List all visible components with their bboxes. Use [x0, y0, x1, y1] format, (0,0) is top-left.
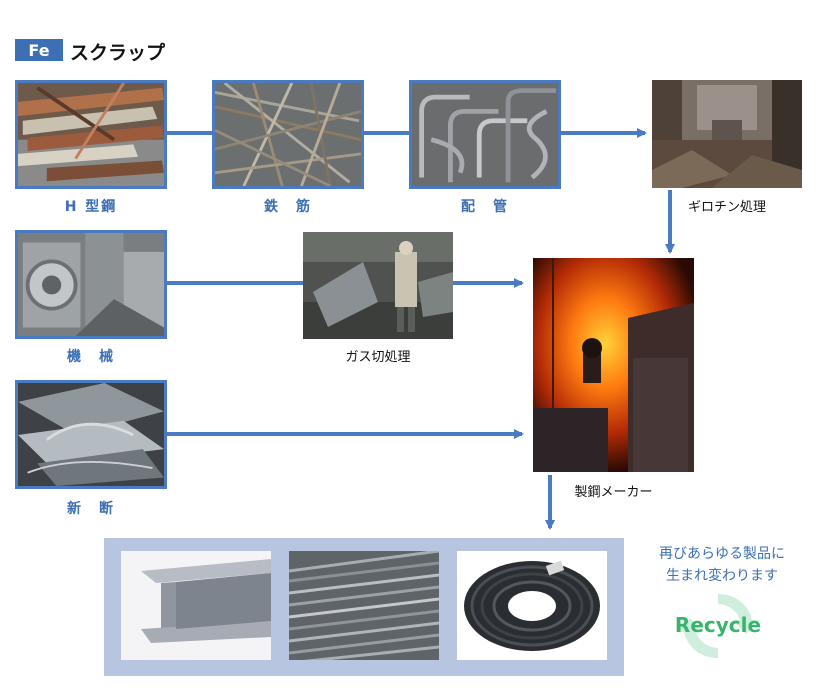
steel-maker-label: 製鋼メーカー [574, 485, 653, 500]
outcome-line-2: 生まれ変わります [666, 568, 778, 584]
machine-label: 機 械 [67, 349, 115, 365]
recycle-arrows-icon [676, 593, 760, 659]
guillotine-label: ギロチン処理 [687, 200, 766, 215]
gas-cut-label: ガス切処理 [345, 350, 411, 365]
rebar-label: 鉄 筋 [264, 199, 312, 215]
fe-badge: Fe [15, 39, 63, 61]
guillotine-photo [652, 80, 802, 188]
pipe-label: 配 管 [461, 199, 509, 215]
page-title: スクラップ [70, 42, 166, 64]
gas-cut-photo [303, 232, 453, 339]
pipe-scrap-photo [409, 80, 561, 189]
recycle-label: Recycle [674, 613, 762, 637]
offcut-scrap-photo [15, 380, 167, 489]
product-rebar-photo [289, 551, 439, 660]
product-wire-coil-photo [457, 551, 607, 660]
outcome-line-1: 再びあらゆる製品に [659, 546, 785, 562]
h-beam-label: H 型鋼 [64, 199, 118, 215]
product-h-beam-photo [121, 551, 271, 660]
rebar-scrap-photo [212, 80, 364, 189]
offcut-label: 新 断 [67, 501, 115, 517]
h-beam-scrap-photo [15, 80, 167, 189]
machine-scrap-photo [15, 230, 167, 339]
steel-maker-photo [533, 258, 694, 472]
outcome-message: 再びあらゆる製品に 生まれ変わります [632, 543, 812, 587]
